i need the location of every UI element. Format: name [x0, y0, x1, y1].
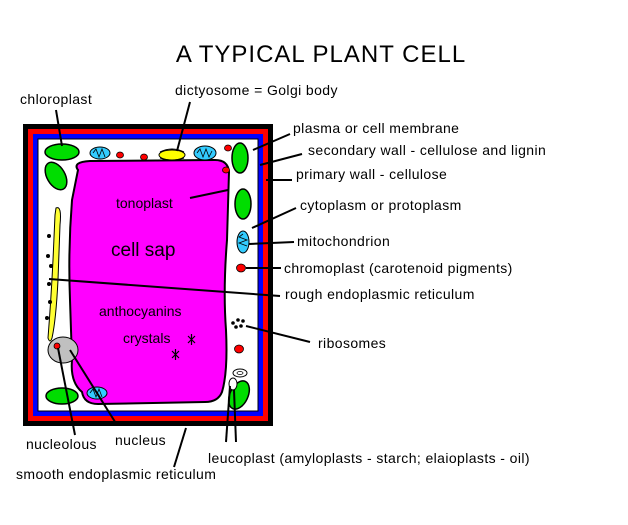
- label-plasma-membrane: plasma or cell membrane: [293, 120, 459, 136]
- label-rough-er: rough endoplasmic reticulum: [285, 286, 475, 302]
- label-smooth-er: smooth endoplasmic reticulum: [16, 466, 216, 482]
- label-nucleus: nucleus: [115, 432, 166, 448]
- rough-er: [47, 207, 61, 342]
- chromoplast: [234, 344, 244, 354]
- nucleus: [47, 336, 79, 364]
- leucoplast: [228, 377, 238, 391]
- chloroplast: [44, 143, 80, 161]
- chloroplast: [234, 188, 252, 220]
- label-nucleolous: nucleolous: [26, 436, 97, 452]
- label-ribosomes: ribosomes: [318, 335, 386, 351]
- mitochondrion: [89, 146, 111, 160]
- label-primary-wall: primary wall - cellulose: [296, 166, 447, 182]
- label-cytoplasm: cytoplasm or protoplasm: [300, 197, 462, 213]
- chromoplast: [116, 151, 124, 159]
- mitochondrion: [236, 230, 250, 254]
- chromoplast: [236, 263, 246, 273]
- chromoplast: [224, 144, 232, 152]
- nucleolus: [53, 342, 61, 350]
- golgi-body: [158, 148, 186, 161]
- crystals-label: crystals: [123, 330, 170, 346]
- label-mitochondrion: mitochondrion: [297, 233, 390, 249]
- chloroplast: [45, 387, 79, 405]
- leucoplast: [232, 368, 248, 378]
- tonoplast-label: tonoplast: [116, 195, 173, 211]
- label-chromoplast: chromoplast (carotenoid pigments): [284, 260, 513, 276]
- chromoplast: [222, 166, 230, 174]
- chloroplast: [44, 161, 68, 191]
- label-dictyosome: dictyosome = Golgi body: [175, 82, 338, 98]
- diagram-title: A TYPICAL PLANT CELL: [176, 41, 466, 68]
- anthocyanins-label: anthocyanins: [99, 303, 182, 319]
- ribosomes: [231, 318, 245, 329]
- label-chloroplast: chloroplast: [20, 91, 92, 107]
- chromoplast: [140, 153, 148, 161]
- label-leucoplast: leucoplast (amyloplasts - starch; elaiop…: [208, 450, 530, 466]
- mitochondrion: [193, 145, 217, 161]
- chloroplast: [231, 142, 249, 174]
- leader-lines: [48, 101, 311, 468]
- label-secondary-wall: secondary wall - cellulose and lignin: [308, 142, 546, 158]
- crystal-icon: [171, 334, 196, 360]
- cell-sap-label: cell sap: [111, 240, 175, 261]
- er-ribosomes: [45, 234, 53, 320]
